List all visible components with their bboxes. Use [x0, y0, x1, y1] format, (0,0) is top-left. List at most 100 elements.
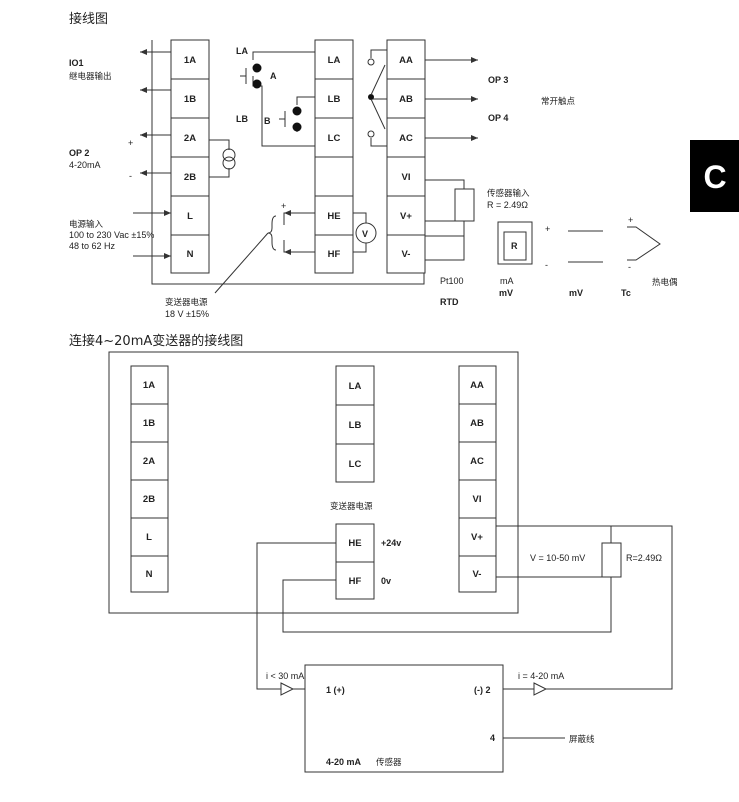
b-r-value: R=2.49Ω: [626, 553, 662, 563]
pt100-label: Pt100: [440, 276, 464, 286]
b-terminal-2b: 2B: [143, 494, 155, 505]
io1-subtitle: 继电器输出: [69, 71, 112, 82]
terminal-v-plus: V+: [400, 211, 412, 222]
b-terminal-la: LA: [349, 381, 362, 392]
terminal-he: HE: [327, 211, 340, 222]
terminal-ab: AB: [399, 94, 413, 105]
top-left-terminal-strip: 1A 1B 2A 2B L N: [170, 39, 210, 274]
b-terminal-ab: AB: [470, 418, 484, 429]
ma-label: mA: [500, 276, 514, 286]
label-lb: LB: [236, 114, 248, 124]
section-tab: [690, 140, 739, 212]
label-a: A: [270, 71, 277, 81]
terminal-vi: VI: [402, 172, 411, 183]
op2-title: OP 2: [69, 148, 89, 158]
terminal-hf: HF: [328, 249, 341, 260]
logic-inputs: [240, 51, 315, 147]
b-terminal-ac: AC: [470, 456, 484, 467]
rtd-label: RTD: [440, 297, 459, 307]
b-supply-label: 变送器电源: [330, 501, 373, 512]
sensor-plus: +: [545, 224, 550, 234]
contact-label: 常开触点: [541, 96, 576, 107]
sensor-term-4: 4: [490, 733, 495, 743]
sensor-term-2: (-) 2: [474, 685, 491, 695]
io1-arrows: [140, 49, 171, 93]
tc-minus: -: [628, 262, 631, 272]
b-terminal-hf: HF: [349, 576, 362, 587]
section-tab-letter: C: [703, 159, 726, 195]
terminal-ac: AC: [399, 133, 413, 144]
terminal-v-minus: V-: [402, 249, 411, 260]
b-terminal-2a: 2A: [143, 456, 155, 467]
bottom-mid-terminal-strip: LA LB LC HE HF: [335, 365, 375, 600]
b-v-range: V = 10-50 mV: [530, 553, 585, 563]
power-arrows: [133, 210, 171, 259]
sensor-term-1: 1 (+): [326, 685, 345, 695]
power-frequency: 48 to 62 Hz: [69, 241, 116, 251]
loop-wiring: [256, 525, 673, 739]
b-i-in: i < 30 mA: [266, 671, 304, 681]
sensor-input-label: 传感器输入: [487, 188, 530, 199]
terminal-lb: LB: [328, 94, 341, 105]
tc-label: Tc: [621, 288, 631, 298]
mv-label-1: mV: [499, 288, 513, 298]
terminal-lc: LC: [328, 133, 341, 144]
sensor-r-box: R: [511, 241, 518, 251]
b-terminal-he: HE: [348, 538, 361, 549]
terminal-1b: 1B: [184, 94, 196, 105]
label-b: B: [264, 116, 271, 126]
b-terminal-v-plus: V+: [471, 532, 483, 543]
terminal-l: L: [187, 211, 193, 222]
thermocouple-label: 热电偶: [652, 277, 678, 288]
b-terminal-l: L: [146, 532, 152, 543]
b-terminal-lc: LC: [349, 459, 362, 470]
power-title: 电源输入: [69, 219, 104, 230]
sensor-minus: -: [545, 260, 548, 270]
b-terminal-aa: AA: [470, 380, 484, 391]
sensor-input-wiring: [425, 179, 661, 265]
b-terminal-n: N: [146, 569, 153, 580]
b-terminal-1b: 1B: [143, 418, 155, 429]
label-la: LA: [236, 46, 248, 56]
terminal-2b: 2B: [184, 172, 196, 183]
current-source-symbol: [209, 139, 236, 178]
op4-label: OP 4: [488, 113, 508, 123]
mv-label-2: mV: [569, 288, 583, 298]
terminal-2a: 2A: [184, 133, 196, 144]
sensor-r-value: R = 2.49Ω: [487, 200, 528, 210]
op2-plus: +: [128, 138, 133, 148]
shield-label: 屏蔽线: [569, 734, 595, 745]
tx-supply-label: 变送器电源: [165, 297, 208, 308]
b-i-out: i = 4-20 mA: [518, 671, 564, 681]
top-mid-terminal-strip: LA LB LC HE HF: [314, 39, 354, 274]
b-0v-label: 0v: [381, 576, 391, 586]
tx-supply-voltage: 18 V ±15%: [165, 309, 209, 319]
sensor-word: 传感器: [376, 757, 402, 768]
sensor-box: [304, 664, 504, 773]
op2-subtitle: 4-20mA: [69, 160, 101, 170]
bottom-right-terminal-strip: AA AB AC VI V+ V-: [458, 365, 497, 593]
b-terminal-vi: VI: [473, 494, 482, 505]
terminal-1a: 1A: [184, 55, 196, 66]
op3-label: OP 3: [488, 75, 508, 85]
terminal-aa: AA: [399, 55, 413, 66]
op2-minus: -: [129, 171, 132, 181]
terminal-la: LA: [328, 55, 341, 66]
transmitter-diagram-title: 连接4~20mA变送器的接线图: [69, 333, 243, 349]
transmitter-housing: [108, 351, 519, 614]
top-right-terminal-strip: AA AB AC VI V+ V-: [386, 39, 426, 274]
terminal-n: N: [187, 249, 194, 260]
tx-supply-wiring: [214, 210, 377, 294]
b-24v-label: +24v: [381, 538, 401, 548]
b-terminal-v-minus: V-: [473, 569, 482, 580]
tx-plus: +: [281, 201, 286, 211]
sensor-name: 4-20 mA: [326, 757, 362, 767]
wiring-diagram-title: 接线图: [69, 11, 108, 27]
io1-title: IO1: [69, 58, 84, 68]
voltmeter-label: V: [362, 229, 368, 239]
bottom-left-terminal-strip: 1A 1B 2A 2B L N: [130, 365, 169, 593]
b-terminal-lb: LB: [349, 420, 362, 431]
relay-contacts: [367, 49, 478, 147]
tc-plus: +: [628, 215, 633, 225]
power-voltage: 100 to 230 Vac ±15%: [69, 230, 154, 240]
